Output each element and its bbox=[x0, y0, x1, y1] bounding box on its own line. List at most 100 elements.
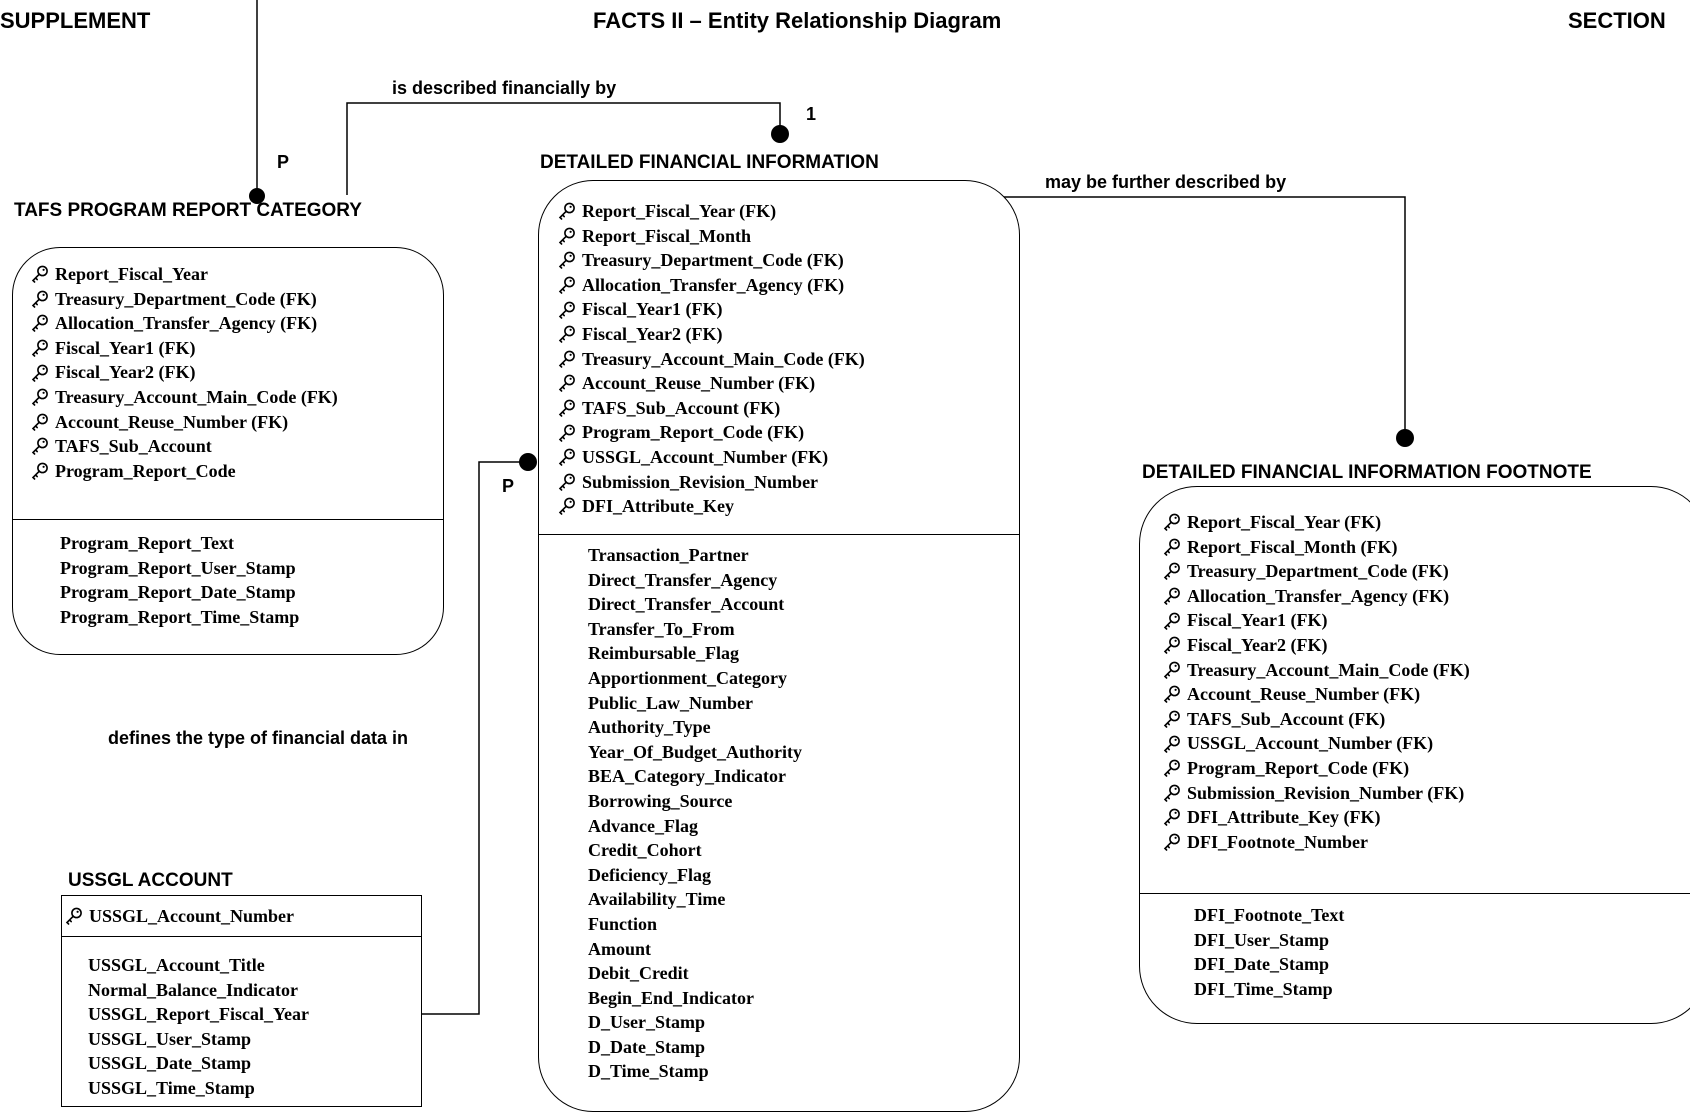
attribute: BEA_Category_Indicator bbox=[588, 764, 802, 789]
cardinality-p-dfi: P bbox=[502, 476, 515, 496]
attribute-label: Authority_Type bbox=[588, 717, 711, 738]
attribute-label: Fiscal_Year2 (FK) bbox=[55, 362, 196, 383]
key-attribute: DFI_Footnote_Number bbox=[1162, 830, 1470, 855]
attribute-label: Fiscal_Year2 (FK) bbox=[1187, 634, 1328, 655]
attribute-label: Advance_Flag bbox=[588, 815, 698, 836]
attribute-label: USSGL_User_Stamp bbox=[88, 1028, 252, 1049]
attribute: Transaction_Partner bbox=[588, 543, 802, 568]
attribute: DFI_Time_Stamp bbox=[1194, 977, 1344, 1002]
attribute-label: Account_Reuse_Number (FK) bbox=[1187, 684, 1421, 705]
key-attribute: USSGL_Account_Number bbox=[64, 904, 294, 929]
attribute-label: D_Date_Stamp bbox=[588, 1036, 705, 1057]
attribute-label: Fiscal_Year1 (FK) bbox=[582, 299, 723, 320]
line-further-described bbox=[1003, 196, 1406, 438]
entity-divider bbox=[13, 519, 443, 520]
attribute-label: TAFS_Sub_Account bbox=[55, 436, 212, 457]
entity-divider bbox=[539, 534, 1019, 535]
dot-dfi-p bbox=[519, 453, 537, 471]
key-icon bbox=[1162, 512, 1182, 532]
key-icon bbox=[30, 461, 50, 481]
key-icon bbox=[1162, 561, 1182, 581]
attribute-label: Fiscal_Year1 (FK) bbox=[55, 337, 196, 358]
entity-box-tafs bbox=[12, 247, 444, 655]
attribute: Borrowing_Source bbox=[588, 789, 802, 814]
key-icon bbox=[1162, 586, 1182, 606]
key-icon bbox=[1162, 709, 1182, 729]
attribute: Advance_Flag bbox=[588, 814, 802, 839]
key-icon bbox=[1162, 734, 1182, 754]
rel-label-further-described: may be further described by bbox=[1045, 172, 1287, 192]
attribute: D_Time_Stamp bbox=[588, 1059, 802, 1084]
line-described-financially bbox=[346, 102, 781, 195]
attribute-label: Treasury_Account_Main_Code (FK) bbox=[55, 386, 338, 407]
key-attribute: Treasury_Department_Code (FK) bbox=[1162, 559, 1470, 584]
attribute-label: Submission_Revision_Number bbox=[582, 471, 819, 492]
attribute-label: BEA_Category_Indicator bbox=[588, 766, 786, 787]
attribute-label: DFI_Footnote_Number bbox=[1187, 831, 1368, 852]
ussgl-key-list: USSGL_Account_Number bbox=[64, 904, 294, 929]
key-icon bbox=[30, 313, 50, 333]
key-icon bbox=[30, 289, 50, 309]
dot-footnote bbox=[1396, 429, 1414, 447]
key-attribute: Fiscal_Year2 (FK) bbox=[30, 360, 338, 385]
entity-title-footnote: DETAILED FINANCIAL INFORMATION FOOTNOTE bbox=[1142, 462, 1592, 483]
attribute-label: Allocation_Transfer_Agency (FK) bbox=[55, 313, 318, 334]
key-icon bbox=[557, 496, 577, 516]
attribute: D_Date_Stamp bbox=[588, 1035, 802, 1060]
attribute-label: Fiscal_Year2 (FK) bbox=[582, 323, 723, 344]
entity-divider bbox=[1140, 893, 1690, 894]
key-icon bbox=[557, 398, 577, 418]
key-attribute: TAFS_Sub_Account (FK) bbox=[1162, 707, 1470, 732]
dot-dfi-one bbox=[771, 125, 789, 143]
rel-label-defines-type: defines the type of financial data in bbox=[108, 728, 409, 748]
attribute: Direct_Transfer_Agency bbox=[588, 568, 802, 593]
attribute: Program_Report_Date_Stamp bbox=[60, 580, 299, 605]
attribute: Deficiency_Flag bbox=[588, 863, 802, 888]
key-attribute: Submission_Revision_Number bbox=[557, 470, 865, 495]
key-attribute: Report_Fiscal_Year (FK) bbox=[557, 199, 865, 224]
page-title: FACTS II – Entity Relationship Diagram bbox=[593, 8, 1002, 33]
attribute-label: Program_Report_Time_Stamp bbox=[60, 606, 300, 627]
key-icon bbox=[30, 338, 50, 358]
entity-box-ussgl bbox=[61, 895, 422, 1107]
attribute: Program_Report_Time_Stamp bbox=[60, 605, 299, 630]
dot-tafs-p bbox=[249, 188, 265, 204]
key-attribute: Account_Reuse_Number (FK) bbox=[30, 410, 338, 435]
key-attribute: Program_Report_Code (FK) bbox=[557, 420, 865, 445]
attribute-label: Treasury_Department_Code (FK) bbox=[55, 288, 317, 309]
dfi-key-list: Report_Fiscal_Year (FK)Report_Fiscal_Mon… bbox=[557, 199, 865, 519]
key-attribute: Report_Fiscal_Year (FK) bbox=[1162, 510, 1470, 535]
key-icon bbox=[557, 472, 577, 492]
key-icon bbox=[64, 906, 84, 926]
attribute-label: D_Time_Stamp bbox=[588, 1061, 709, 1082]
key-attribute: TAFS_Sub_Account bbox=[30, 434, 338, 459]
attribute: Function bbox=[588, 912, 802, 937]
key-attribute: DFI_Attribute_Key bbox=[557, 494, 865, 519]
attribute-label: Report_Fiscal_Year (FK) bbox=[1187, 512, 1382, 532]
attribute: Credit_Cohort bbox=[588, 838, 802, 863]
attribute: Year_Of_Budget_Authority bbox=[588, 740, 802, 765]
key-icon bbox=[1162, 684, 1182, 704]
attribute-label: Report_Fiscal_Year (FK) bbox=[582, 201, 777, 221]
attribute: Transfer_To_From bbox=[588, 617, 802, 642]
key-attribute: Treasury_Account_Main_Code (FK) bbox=[30, 385, 338, 410]
attribute: DFI_User_Stamp bbox=[1194, 928, 1344, 953]
attribute-label: Fiscal_Year1 (FK) bbox=[1187, 610, 1328, 631]
attribute-label: USSGL_Report_Fiscal_Year bbox=[88, 1004, 309, 1025]
key-icon bbox=[1162, 832, 1182, 852]
attribute-label: Account_Reuse_Number (FK) bbox=[582, 373, 816, 394]
attribute-label: USSGL_Account_Number bbox=[89, 906, 295, 926]
attribute: Availability_Time bbox=[588, 887, 802, 912]
attribute-label: Program_Report_User_Stamp bbox=[60, 557, 296, 578]
attribute: Authority_Type bbox=[588, 715, 802, 740]
attribute-label: Treasury_Account_Main_Code (FK) bbox=[1187, 659, 1470, 680]
attribute-label: Direct_Transfer_Account bbox=[588, 594, 785, 615]
attribute: USSGL_User_Stamp bbox=[88, 1027, 309, 1052]
header-right: SECTION bbox=[1568, 8, 1666, 33]
attribute-label: USSGL_Date_Stamp bbox=[88, 1053, 252, 1074]
entity-title-ussgl: USSGL ACCOUNT bbox=[68, 870, 233, 891]
